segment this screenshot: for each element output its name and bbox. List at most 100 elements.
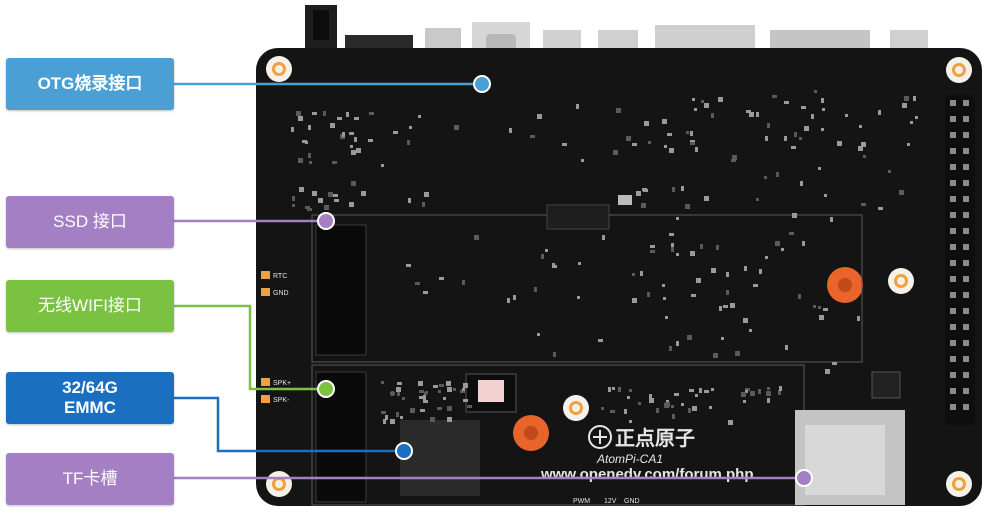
header-pin	[963, 164, 969, 170]
smd-part	[907, 143, 910, 146]
silk-url: www.openedv.com/forum.php	[540, 466, 754, 483]
callout-otg: OTG烧录接口	[6, 58, 174, 110]
smd-part	[649, 398, 654, 403]
smd-part	[305, 206, 310, 209]
smd-part	[406, 264, 411, 267]
smd-part	[692, 406, 697, 411]
smd-part	[396, 387, 401, 392]
silk-spk-minus: SPK-	[273, 397, 290, 404]
callout-emmc-line2: EMMC	[64, 398, 116, 417]
smd-part	[776, 172, 779, 177]
header-pin	[963, 196, 969, 202]
smd-part	[324, 205, 329, 210]
smd-part	[618, 387, 621, 392]
smd-part	[671, 405, 674, 408]
smd-part	[669, 148, 674, 153]
smd-part	[741, 392, 746, 397]
smd-part	[552, 265, 557, 268]
header-pin	[963, 132, 969, 138]
smd-part	[676, 253, 679, 256]
smd-part	[700, 244, 703, 249]
smd-part	[638, 402, 641, 405]
smd-part	[863, 155, 866, 158]
smd-part	[308, 153, 311, 158]
smd-part	[369, 112, 374, 115]
chips	[400, 195, 905, 505]
smd-part	[785, 345, 788, 350]
dot-emmc	[395, 442, 413, 460]
header-pin	[950, 196, 956, 202]
smd-part	[598, 339, 603, 342]
smd-part	[545, 249, 548, 252]
smd-part	[423, 400, 428, 403]
smd-part	[410, 408, 415, 413]
smd-part	[577, 296, 580, 299]
header-pin	[950, 324, 956, 330]
smd-part	[446, 381, 451, 386]
smd-part	[423, 291, 428, 294]
smd-part	[766, 391, 771, 396]
smd-part	[804, 126, 809, 131]
smd-part	[337, 117, 342, 120]
header-pin	[950, 212, 956, 218]
smd-part	[312, 191, 317, 196]
smd-part	[818, 306, 821, 309]
callout-tf: TF卡槽	[6, 453, 174, 505]
smd-part	[298, 158, 303, 163]
callout-wifi: 无线WIFI接口	[6, 280, 174, 332]
header-pin	[950, 116, 956, 122]
smd-part	[650, 245, 655, 248]
smd-part	[443, 397, 446, 400]
smd-part	[821, 128, 824, 131]
smd-part	[629, 389, 632, 392]
smd-part	[798, 294, 801, 299]
smd-part	[825, 369, 830, 374]
smd-part	[305, 141, 308, 144]
smd-part	[292, 196, 295, 201]
smd-part	[636, 191, 641, 196]
smd-part	[819, 315, 824, 320]
smd-part	[691, 294, 696, 297]
smd-part	[537, 333, 540, 336]
header-pin	[950, 372, 956, 378]
smd-part	[818, 167, 821, 170]
smd-part	[530, 135, 535, 138]
header-pin	[963, 372, 969, 378]
smd-part	[381, 381, 384, 384]
smd-part	[664, 145, 667, 148]
smd-part	[765, 136, 768, 141]
smd-part	[695, 147, 698, 152]
smd-part	[390, 392, 395, 395]
smd-part	[418, 115, 421, 118]
smd-part	[312, 112, 317, 115]
smd-part	[400, 416, 403, 419]
smd-part	[791, 146, 796, 149]
smd-part	[681, 186, 684, 191]
smd-part	[672, 414, 675, 419]
smd-part	[462, 388, 465, 391]
leader-lines	[174, 82, 804, 480]
smd-part	[662, 284, 665, 287]
smd-part	[318, 198, 323, 203]
smd-part	[350, 145, 353, 148]
smd-part	[764, 176, 767, 179]
smd-part	[743, 318, 748, 323]
smd-part	[462, 280, 465, 285]
header-pin	[950, 404, 956, 410]
smd-part	[878, 110, 881, 115]
dot-otg	[473, 75, 491, 93]
smd-part	[602, 235, 605, 240]
smd-part	[419, 390, 424, 393]
smd-part	[397, 391, 400, 396]
smd-part	[732, 155, 737, 160]
smd-part	[823, 308, 828, 311]
silk-model: AtomPi-CA1	[596, 452, 663, 466]
smd-part	[647, 292, 650, 297]
smd-part	[424, 392, 427, 395]
smd-part	[309, 161, 312, 164]
smd-part	[689, 389, 694, 392]
smd-part	[681, 403, 684, 406]
header-pin	[963, 100, 969, 106]
smd-part	[342, 132, 345, 137]
smd-part	[332, 161, 337, 164]
